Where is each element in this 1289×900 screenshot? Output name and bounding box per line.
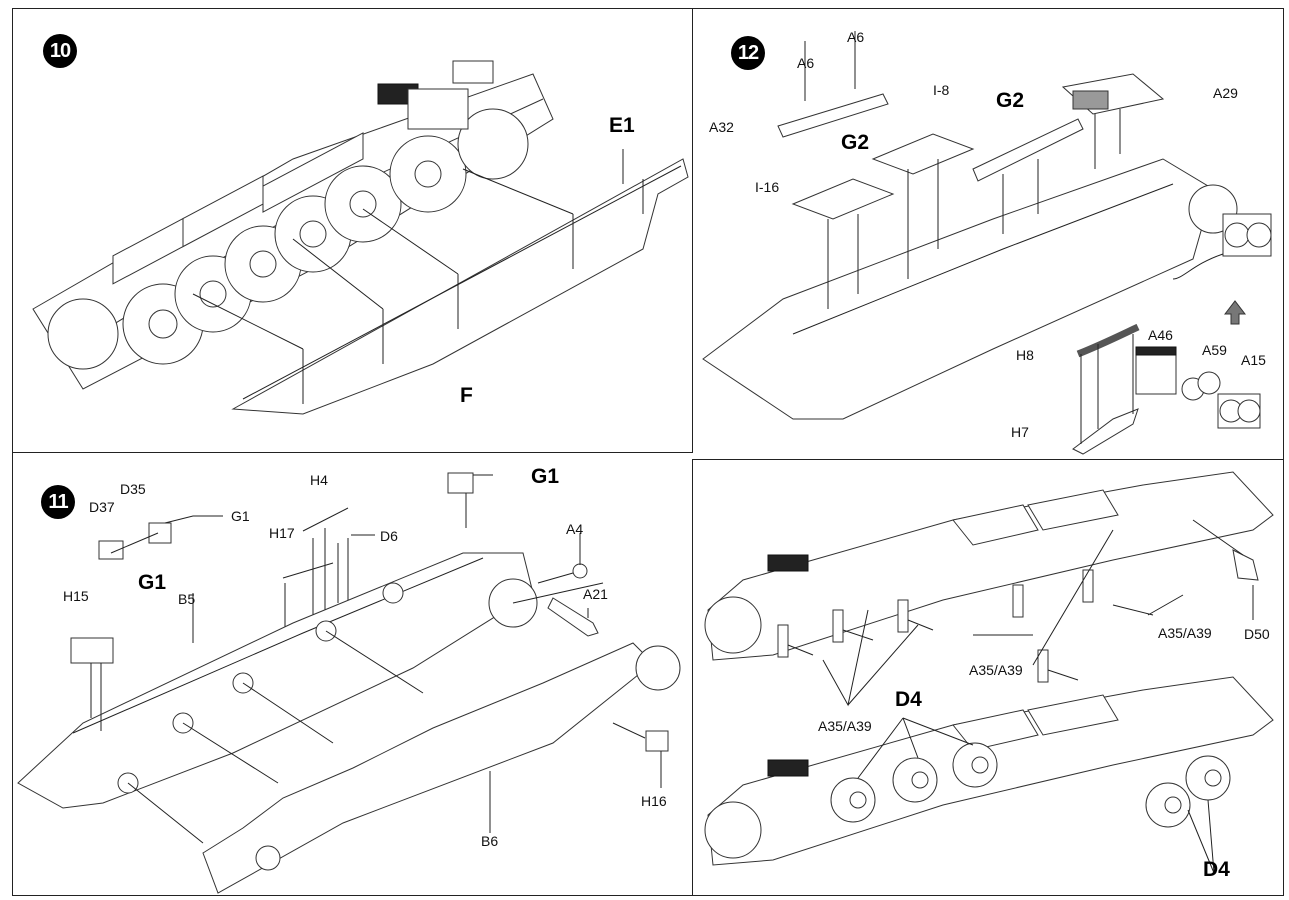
part-label-g1: G1 xyxy=(531,465,560,488)
part-label-g1: G1 xyxy=(138,571,167,594)
part-label-b5: B5 xyxy=(178,591,196,607)
part-label-a6: A6 xyxy=(797,55,815,71)
part-label-d50: D50 xyxy=(1244,626,1270,642)
part-label-a6: A6 xyxy=(847,29,865,45)
suspension-assembly-illustration xyxy=(693,460,1285,897)
part-label-g2: G2 xyxy=(841,131,870,154)
step-number-badge: 10 xyxy=(43,34,77,68)
part-label-b6: B6 xyxy=(481,833,499,849)
part-label-a46: A46 xyxy=(1148,327,1173,343)
suspension-arms-upper xyxy=(778,550,1258,682)
part-label-a59: A59 xyxy=(1202,342,1227,358)
part-label-h8: H8 xyxy=(1016,347,1034,363)
part-label-d4: D4 xyxy=(895,688,922,711)
step-number-badge: 11 xyxy=(41,485,75,519)
step-13-panel: A35/A39 D50 A35/A39 A35/A39 D4 D4 xyxy=(692,459,1284,896)
part-label-h16: H16 xyxy=(641,793,667,809)
part-label-a21: A21 xyxy=(583,586,608,602)
part-label-a35-a39: A35/A39 xyxy=(818,718,872,734)
part-label-a35-a39: A35/A39 xyxy=(969,662,1023,678)
step-11-panel: 11 D37 D35 xyxy=(12,452,693,896)
part-label-a29: A29 xyxy=(1213,85,1238,101)
part-label-h7: H7 xyxy=(1011,424,1029,440)
hull-lower-frame-illustration xyxy=(13,453,694,897)
part-label-d35: D35 xyxy=(120,481,146,497)
part-label-i-8: I-8 xyxy=(933,82,950,98)
hull-engine-deck-illustration xyxy=(693,9,1285,461)
part-label-g2: G2 xyxy=(996,89,1025,112)
part-label-d37: D37 xyxy=(89,499,115,515)
part-label-a15: A15 xyxy=(1241,352,1266,368)
part-label-h17: H17 xyxy=(269,525,295,541)
step-number-badge: 12 xyxy=(731,36,765,70)
step-10-panel: 10 E1 F xyxy=(12,8,693,453)
part-label-f: F xyxy=(460,384,473,407)
part-label-a32: A32 xyxy=(709,119,734,135)
step-12-panel: 12 A6 A6 A3 xyxy=(692,8,1284,460)
up-arrow-icon xyxy=(1225,301,1245,324)
part-label-a4: A4 xyxy=(566,521,584,537)
road-wheels xyxy=(48,109,528,369)
part-label-a35-a39: A35/A39 xyxy=(1158,625,1212,641)
part-label-i-16: I-16 xyxy=(755,179,780,195)
part-label-g1: G1 xyxy=(231,508,250,524)
d4-wheels xyxy=(831,743,1230,827)
part-label-d4: D4 xyxy=(1203,858,1230,881)
hull-with-tracks-illustration xyxy=(13,9,694,454)
part-label-h4: H4 xyxy=(310,472,328,488)
part-label-h15: H15 xyxy=(63,588,89,604)
part-label-e1: E1 xyxy=(609,114,635,137)
part-label-d6: D6 xyxy=(380,528,398,544)
